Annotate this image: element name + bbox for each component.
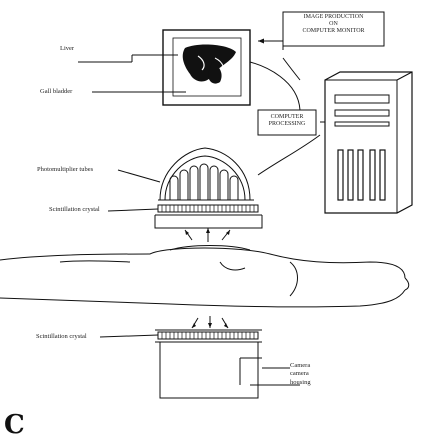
camera-housing	[160, 342, 258, 398]
label-camera-housing: Camera camera housing	[290, 362, 311, 387]
patient-body	[0, 246, 409, 307]
housing-text: housing	[290, 379, 311, 387]
processing-text: PROCESSING	[260, 121, 314, 128]
computer-monitor	[163, 30, 250, 105]
camera2-text: camera	[290, 370, 311, 378]
scintillation-crystal-top	[158, 205, 258, 212]
image-production-text: IMAGE PRODUCTION	[285, 14, 382, 21]
label-scintillation-crystal-bottom: Scintillation crystal	[36, 333, 87, 340]
on-text: ON	[285, 21, 382, 28]
label-liver: Liver	[60, 45, 74, 52]
panel-letter: C	[4, 410, 25, 440]
photomultiplier-tubes	[158, 148, 254, 200]
label-computer-processing: COMPUTER PROCESSING	[260, 114, 314, 128]
label-photomultiplier-tubes: Photomultiplier tubes	[37, 166, 93, 173]
camera-text: Camera	[290, 362, 311, 370]
computer-text: COMPUTER	[260, 114, 314, 121]
label-scintillation-crystal-top: Scintillation crystal	[49, 206, 100, 213]
computer-monitor-text: COMPUTER MONITOR	[285, 28, 382, 35]
label-gall-bladder: Gall bladder	[40, 88, 72, 95]
scintillation-crystal-bottom	[158, 332, 258, 339]
label-image-production: IMAGE PRODUCTION ON COMPUTER MONITOR	[285, 14, 382, 35]
computer-tower-icon	[325, 72, 412, 213]
